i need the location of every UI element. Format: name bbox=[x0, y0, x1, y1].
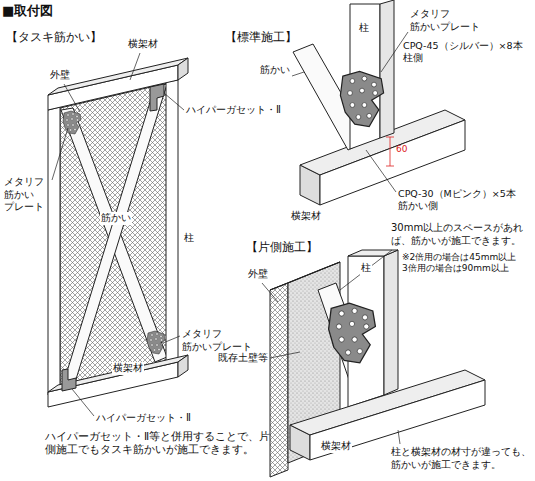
section-heading: 【片側施工】 bbox=[246, 240, 318, 255]
part-label: 横架材 bbox=[290, 210, 322, 223]
part-label: CPQ-45（シルバー）×8本 柱側 bbox=[403, 40, 531, 64]
part-label: ハイパーガセット・Ⅱ bbox=[96, 412, 191, 425]
part-label: 柱 bbox=[360, 262, 372, 275]
part-label: CPQ-30（Mピンク）×5本 筋かい側 bbox=[398, 188, 528, 212]
part-label: 外壁 bbox=[248, 268, 268, 281]
part-label: 横架材 bbox=[112, 362, 144, 375]
note-text: ハイパーガセット・Ⅱ等と併用することで、片側施工でもタスキ筋かいが施工できます。 bbox=[45, 430, 271, 456]
part-label: ハイパーガセット・Ⅱ bbox=[186, 104, 281, 117]
part-label: メタリフ 筋かいプレート bbox=[410, 8, 484, 33]
part-label: 外壁 bbox=[50, 69, 70, 82]
part-label: メタリフ 筋かい プレート bbox=[4, 176, 54, 214]
part-label: 柱 bbox=[184, 232, 194, 245]
part-label: 筋かい bbox=[100, 212, 132, 225]
part-label: 柱 bbox=[358, 22, 370, 35]
part-label: 既存土壁等 bbox=[218, 352, 268, 365]
section-heading: 【タスキ筋かい】 bbox=[6, 30, 102, 45]
part-label: 横架材 bbox=[128, 38, 158, 51]
part-label: 筋かい bbox=[260, 64, 290, 77]
note-text: 柱と横架材の材寸が違っても、筋かいが施工できます。 bbox=[391, 446, 531, 471]
note-text: ※2倍用の場合は45mm以上 3倍用の場合は90mm以上 bbox=[402, 252, 530, 275]
dimension-text: 60 bbox=[396, 144, 407, 155]
section-heading: 【標準施工】 bbox=[225, 30, 297, 45]
part-label: メタリフ 筋かいプレート bbox=[182, 328, 258, 353]
page-title: ■取付図 bbox=[2, 2, 53, 20]
note-text: 30mm以上のスペースがあれば、筋かいが施工できます。 bbox=[391, 222, 531, 247]
part-label: 横架材 bbox=[320, 440, 352, 453]
